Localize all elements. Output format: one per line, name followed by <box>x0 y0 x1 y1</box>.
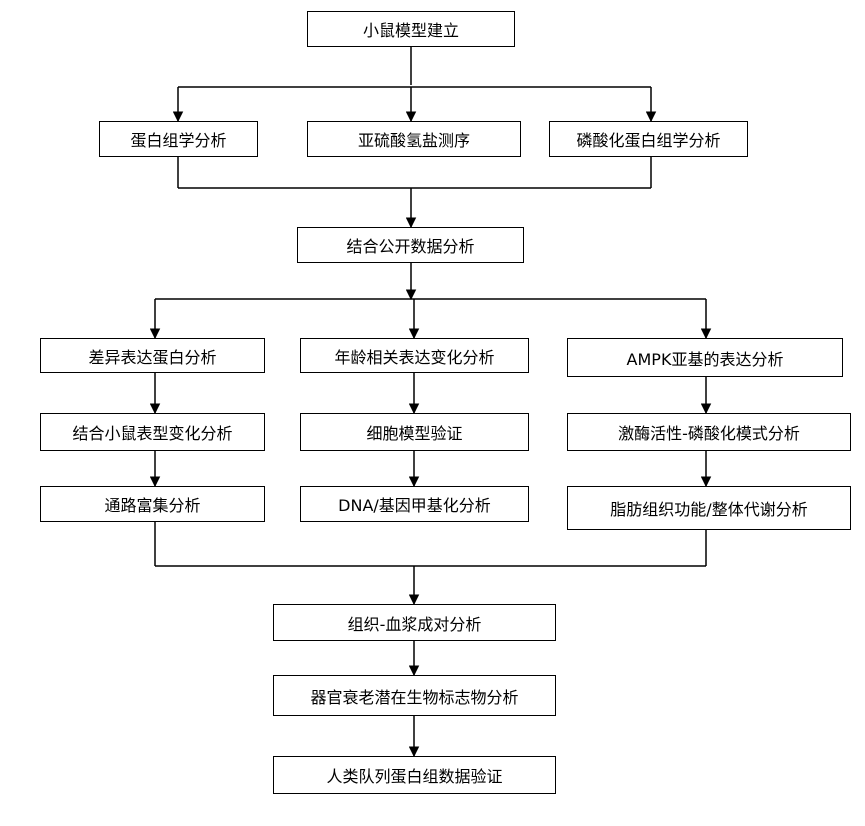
node-ampk-subunit: AMPK亚基的表达分析 <box>567 338 843 377</box>
node-age-expression: 年龄相关表达变化分析 <box>300 338 529 373</box>
node-human-cohort: 人类队列蛋白组数据验证 <box>273 756 556 794</box>
node-cell-model: 细胞模型验证 <box>300 413 529 451</box>
node-kinase-activity: 激酶活性-磷酸化模式分析 <box>567 413 851 451</box>
node-dna-methylation: DNA/基因甲基化分析 <box>300 486 529 522</box>
node-public-data: 结合公开数据分析 <box>297 227 524 263</box>
node-mouse-model: 小鼠模型建立 <box>307 11 515 47</box>
node-adipose-function: 脂肪组织功能/整体代谢分析 <box>567 486 851 530</box>
node-proteomics: 蛋白组学分析 <box>99 121 258 157</box>
node-biomarkers: 器官衰老潜在生物标志物分析 <box>273 675 556 716</box>
node-mouse-phenotype: 结合小鼠表型变化分析 <box>40 413 265 451</box>
node-tissue-plasma: 组织-血浆成对分析 <box>273 604 556 641</box>
node-phosphoproteomics: 磷酸化蛋白组学分析 <box>549 121 748 157</box>
node-diff-protein: 差异表达蛋白分析 <box>40 338 265 373</box>
node-bisulfite-seq: 亚硫酸氢盐测序 <box>307 121 521 157</box>
node-pathway-enrichment: 通路富集分析 <box>40 486 265 522</box>
